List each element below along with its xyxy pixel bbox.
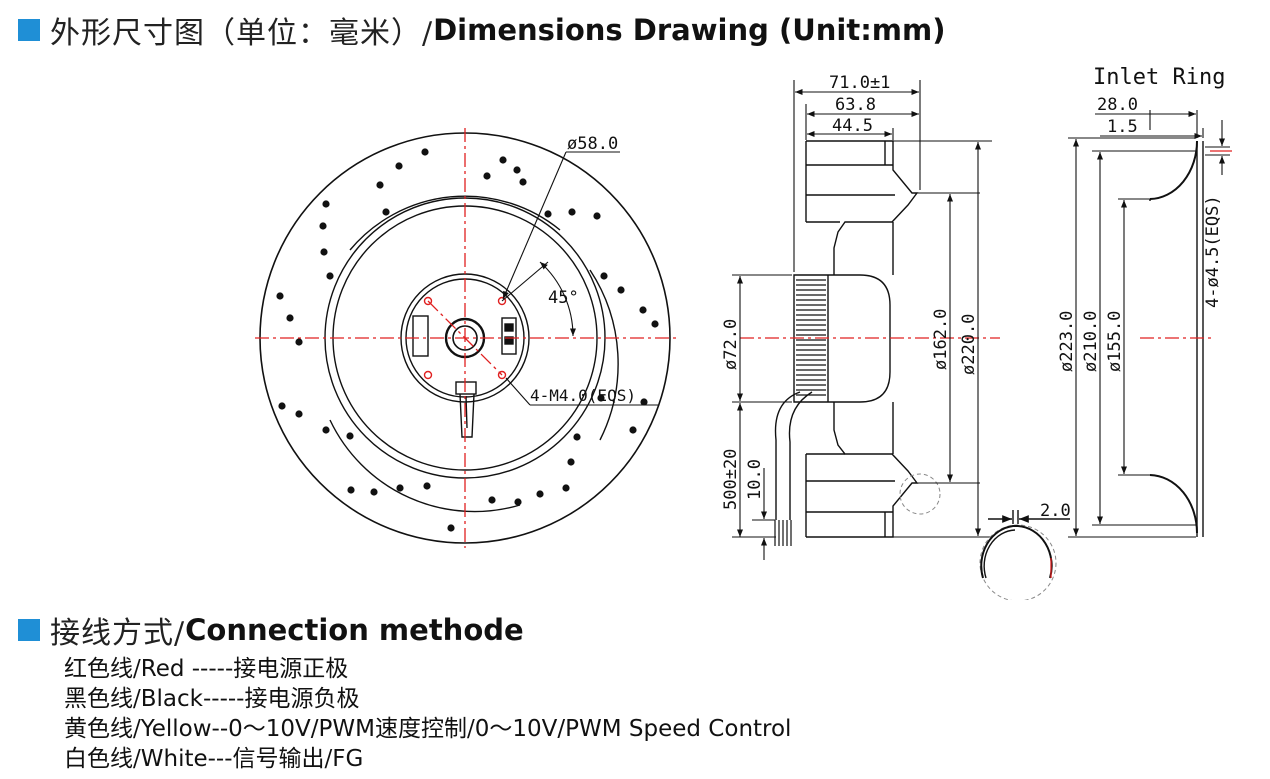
dim-w63: 63.8: [835, 95, 876, 115]
connection-title-cn: 接线方式/: [50, 616, 186, 651]
dim-r15: 1.5: [1107, 117, 1138, 137]
detail-view: [979, 510, 1070, 600]
dim-w71: 71.0±1: [829, 73, 890, 93]
dim-t20: 2.0: [1040, 501, 1071, 521]
wiring-row-yellow: 黄色线/Yellow--0～10V/PWM速度控制/0～10V/PWM Spee…: [64, 716, 792, 742]
dim-angle45: 45°: [548, 288, 579, 308]
connection-title-en: Connection methode: [185, 613, 524, 647]
mount-holes: [423, 296, 507, 380]
wiring-row-white: 白色线/White---信号输出/FG: [64, 746, 364, 772]
square-bullet-icon: [18, 19, 40, 41]
dim-w44: 44.5: [832, 116, 873, 136]
motor-ribs: [796, 279, 826, 396]
inlet-ring-label: Inlet Ring: [1093, 65, 1225, 90]
wire-ends: [774, 520, 792, 546]
front-dims: [501, 151, 658, 406]
dimensions-heading: 外形尺寸图（单位：毫米）/ Dimensions Drawing (Unit:m…: [18, 8, 946, 52]
dim-d223: ø223.0: [1057, 311, 1077, 372]
dim-l500: 500±20: [721, 449, 741, 510]
wiring-row-red: 红色线/Red -----接电源正极: [64, 656, 349, 682]
dimensions-drawing: ø58.0 45° 4-M4.0(EQS): [255, 65, 1232, 600]
dim-m4: 4-M4.0(EQS): [530, 386, 636, 405]
wiring-row-black: 黑色线/Black-----接电源负极: [64, 686, 360, 712]
wiring-list: 红色线/Red -----接电源正极 黑色线/Black-----接电源负极 黄…: [64, 654, 791, 774]
side-dims: [732, 80, 992, 560]
dim-d210: ø210.0: [1081, 311, 1101, 372]
dim-d72: ø72.0: [721, 319, 741, 370]
dim-l10: 10.0: [745, 459, 765, 500]
dim-d58: ø58.0: [567, 134, 618, 154]
ring-dims: [1068, 110, 1230, 538]
dim-d220: ø220.0: [959, 314, 979, 375]
side-view: [774, 140, 919, 538]
square-bullet-icon: [18, 619, 40, 641]
front-centerlines: [255, 128, 680, 548]
dim-r28: 28.0: [1097, 95, 1138, 115]
dim-r45: 4-ø4.5(EQS): [1203, 195, 1223, 308]
dim-d155: ø155.0: [1105, 311, 1125, 372]
dimensions-title-en: Dimensions Drawing (Unit:mm): [433, 13, 946, 47]
dimensions-title-cn: 外形尺寸图（单位：毫米）/: [50, 16, 434, 51]
vent-dots: [276, 148, 659, 532]
connection-heading: 接线方式/ Connection methode: [18, 608, 524, 652]
dim-d162: ø162.0: [931, 309, 951, 370]
detail-circle: [899, 473, 941, 515]
inlet-ring-view: [1149, 140, 1204, 537]
